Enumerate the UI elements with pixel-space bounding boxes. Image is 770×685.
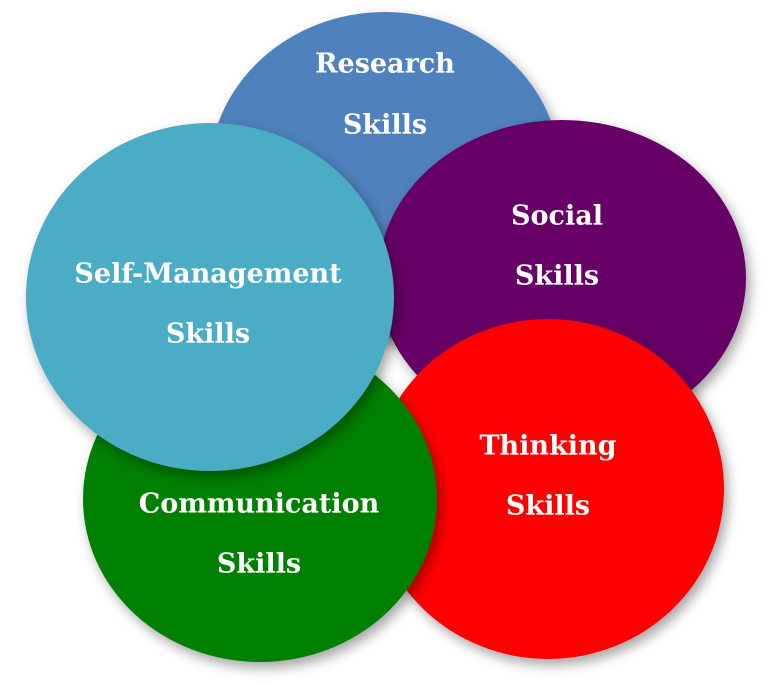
research-skills-label-line-1: Research bbox=[315, 49, 455, 80]
self-management-skills-label-line-1: Self-Management bbox=[74, 259, 342, 290]
thinking-skills-label-line-2: Skills bbox=[506, 491, 590, 522]
communication-skills-label-line-1: Communication bbox=[139, 489, 380, 520]
self-management-skills-shape bbox=[26, 123, 394, 471]
communication-skills-label-line-2: Skills bbox=[217, 549, 301, 580]
self-management-skills-circle: Self-Management Skills bbox=[26, 123, 394, 471]
thinking-skills-shape bbox=[372, 319, 724, 659]
self-management-skills-label-line-2: Skills bbox=[166, 319, 250, 350]
thinking-skills-circle: Thinking Skills bbox=[372, 319, 724, 659]
thinking-skills-label-line-1: Thinking bbox=[479, 431, 616, 462]
social-skills-label-line-2: Skills bbox=[515, 261, 599, 292]
research-skills-label-line-2: Skills bbox=[343, 110, 427, 141]
social-skills-label-line-1: Social bbox=[511, 201, 603, 232]
